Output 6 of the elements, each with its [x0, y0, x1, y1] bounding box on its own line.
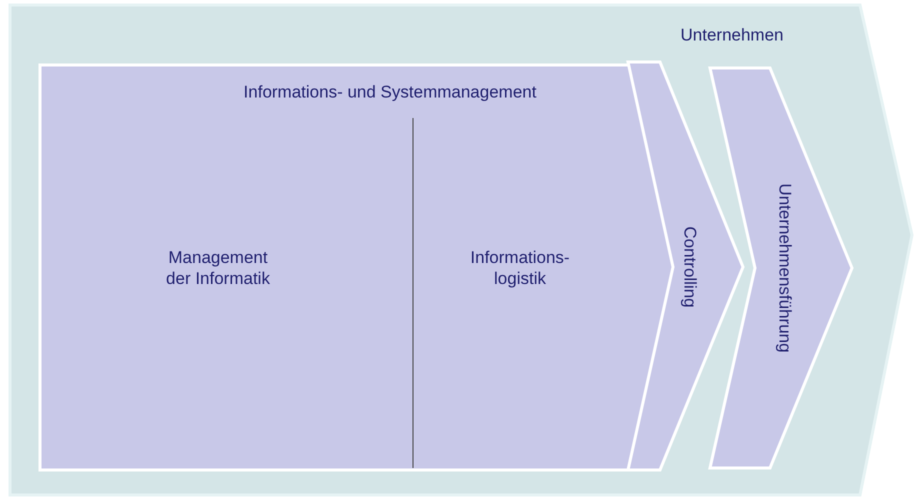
step-label: Unternehmensführung: [774, 183, 796, 353]
section-label: Management der Informatik: [165, 247, 271, 289]
step-label: Controlling: [680, 226, 700, 308]
section-label: Informations- logistik: [469, 247, 571, 289]
panel-title: Unternehmen: [680, 24, 784, 46]
panel-title: Informations- und Systemmanagement: [244, 82, 536, 102]
